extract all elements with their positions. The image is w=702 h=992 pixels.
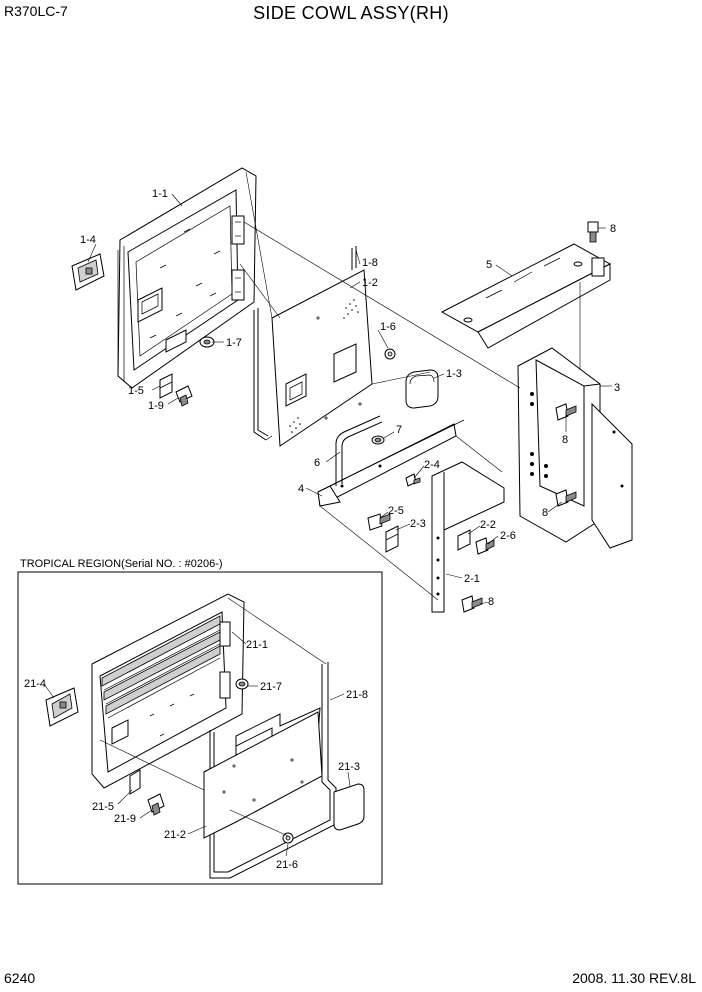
- callout-2-5: 2-5: [388, 505, 404, 517]
- callout-3: 3: [614, 382, 620, 394]
- inner-panel-21-2[interactable]: [203, 707, 323, 839]
- bolt-8-lower[interactable]: [555, 489, 577, 507]
- callout-2-3: 2-3: [410, 518, 426, 530]
- stopper-21-7[interactable]: [235, 678, 249, 690]
- bushing-7[interactable]: [371, 435, 385, 445]
- callout-1-2: 1-2: [362, 277, 378, 289]
- callout-7: 7: [396, 424, 402, 436]
- clip-2-3[interactable]: [385, 525, 399, 553]
- callout-21-5: 21-5: [92, 801, 114, 813]
- plate-2-2[interactable]: [457, 529, 471, 551]
- callout-8-upper: 8: [562, 434, 568, 446]
- bolt-8-upper[interactable]: [555, 403, 577, 421]
- callout-6: 6: [314, 457, 320, 469]
- door-frame-21-1[interactable]: [91, 593, 245, 789]
- callout-21-4: 21-4: [24, 678, 46, 690]
- upright-bracket-2-1[interactable]: [431, 461, 505, 613]
- revision-date: 2008. 11.30 REV.8L: [572, 970, 696, 986]
- callout-1-9: 1-9: [148, 400, 164, 412]
- callout-1-8: 1-8: [362, 257, 378, 269]
- model-code: R370LC-7: [4, 3, 68, 19]
- seal-strip-1-8[interactable]: [253, 246, 357, 441]
- screw-2-4[interactable]: [405, 473, 421, 487]
- callout-1-1: 1-1: [152, 188, 168, 200]
- inset-caption: TROPICAL REGION(Serial NO. : #0206-): [20, 558, 223, 570]
- callout-8-top: 8: [610, 223, 616, 235]
- callout-21-2: 21-2: [164, 829, 186, 841]
- callout-21-9: 21-9: [114, 813, 136, 825]
- bolt-2-5[interactable]: [367, 513, 391, 531]
- callout-1-4: 1-4: [80, 234, 96, 246]
- callout-21-1: 21-1: [246, 639, 268, 651]
- door-frame-1-1[interactable]: [117, 167, 257, 389]
- callout-8-bracket: 8: [488, 596, 494, 608]
- callout-21-7: 21-7: [260, 681, 282, 693]
- callout-2-2: 2-2: [480, 519, 496, 531]
- callout-1-5: 1-5: [128, 385, 144, 397]
- callout-21-6: 21-6: [276, 859, 298, 871]
- bolt-2-6[interactable]: [475, 537, 495, 555]
- pad-1-3[interactable]: [405, 369, 439, 409]
- callout-2-6: 2-6: [500, 530, 516, 542]
- callout-2-4: 2-4: [424, 459, 440, 471]
- callout-21-8: 21-8: [346, 689, 368, 701]
- inset-frame: [17, 571, 383, 885]
- page-number: 6240: [4, 970, 36, 986]
- page-title: SIDE COWL ASSY(RH): [253, 3, 449, 23]
- grommet-21-6[interactable]: [282, 832, 294, 844]
- callout-1-6: 1-6: [380, 321, 396, 333]
- callout-5: 5: [486, 259, 492, 271]
- latch-21-5[interactable]: [129, 769, 141, 795]
- bolt-8-top[interactable]: [587, 221, 599, 243]
- upper-bracket-5[interactable]: [440, 243, 612, 349]
- bolt-1-9[interactable]: [175, 385, 193, 407]
- inner-panel-1-2[interactable]: [271, 269, 373, 447]
- bolt-21-9[interactable]: [147, 793, 165, 816]
- callout-21-3: 21-3: [338, 761, 360, 773]
- callout-4: 4: [298, 483, 304, 495]
- grommet-1-6[interactable]: [384, 348, 396, 360]
- callout-2-1: 2-1: [464, 573, 480, 585]
- assembly-guide-lines: [239, 171, 581, 601]
- latch-1-5[interactable]: [159, 373, 173, 399]
- rod-6[interactable]: [335, 415, 383, 486]
- right-cover-3[interactable]: [517, 347, 633, 549]
- stopper-1-7[interactable]: [199, 336, 215, 348]
- callout-1-7: 1-7: [226, 337, 242, 349]
- callout-1-3: 1-3: [446, 368, 462, 380]
- bolt-8-bracket[interactable]: [461, 595, 483, 613]
- handle-1-4[interactable]: [71, 253, 105, 291]
- support-angle-4[interactable]: [317, 419, 465, 507]
- callout-8-lower: 8: [542, 507, 548, 519]
- pad-21-3[interactable]: [333, 783, 365, 831]
